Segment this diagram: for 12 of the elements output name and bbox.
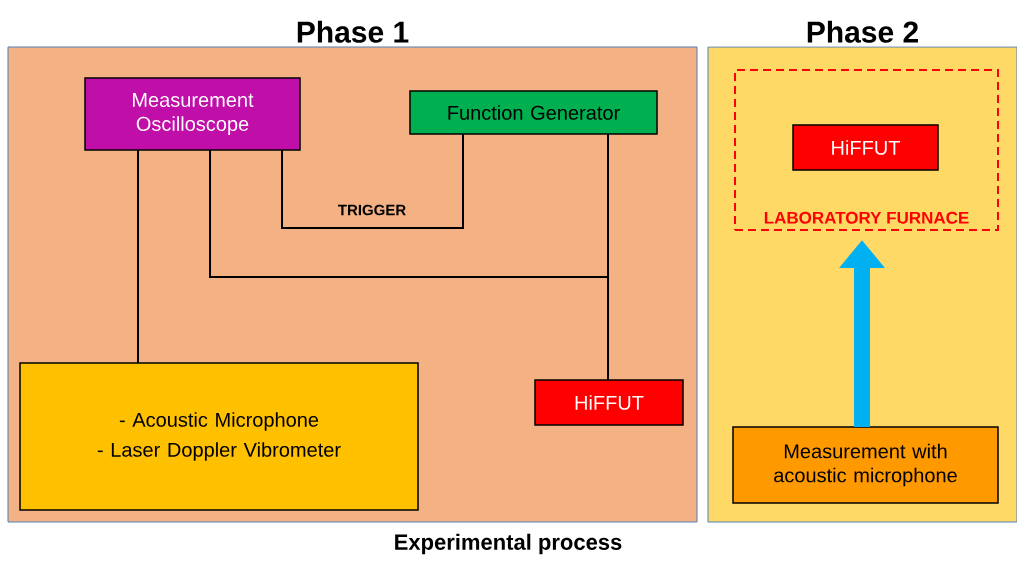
panel-heading: Phase 2 (807, 20, 918, 43)
caption: Experimental process (395, 533, 622, 555)
process-box: HiFFUT (792, 124, 939, 171)
process-box: Measurement Oscilloscope (84, 77, 301, 151)
process-box: HiFFUT (534, 379, 684, 426)
connector-line (281, 133, 464, 229)
process-box: Function Generator (409, 90, 658, 135)
panel-heading: Phase 1 (297, 20, 409, 43)
process-box: Measurement with acoustic microphone (732, 426, 999, 504)
process-box: - Acoustic Microphone - Laser Doppler Vibrometer (19, 362, 419, 511)
connector-line (607, 133, 609, 381)
connector-line (137, 149, 139, 364)
